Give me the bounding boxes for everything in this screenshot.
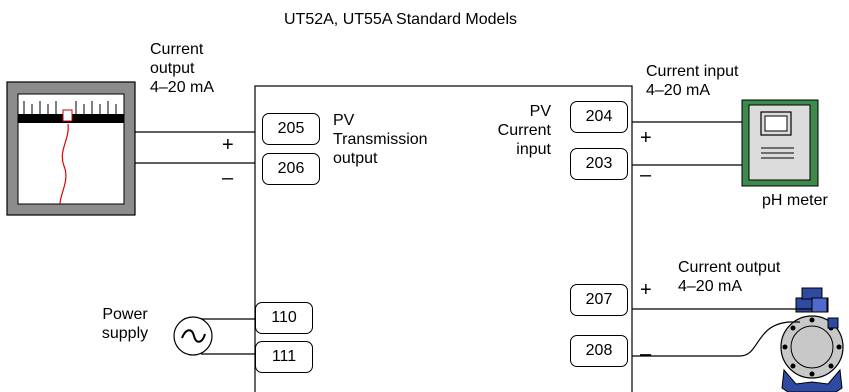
plus-sign-205: + — [222, 134, 234, 156]
recorder-output-label: Current output 4–20 mA — [150, 41, 215, 96]
pv-transmission-output-label: PV Transmission output — [333, 112, 428, 167]
power-supply-label: Power supply — [101, 306, 149, 342]
ph-meter-input-label: Current input 4–20 mA — [646, 63, 739, 99]
pump-icon — [780, 287, 844, 392]
terminal-204: 204 — [570, 101, 628, 133]
control-output-label: Current output 4–20 mA — [678, 259, 781, 295]
minus-sign-203: – — [640, 164, 652, 186]
terminal-111: 111 — [255, 341, 313, 373]
plus-sign-207: + — [640, 279, 652, 301]
terminal-205: 205 — [262, 113, 320, 145]
ac-source-icon — [173, 316, 213, 356]
plus-sign-204: + — [640, 127, 652, 149]
recorder-icon — [6, 81, 136, 216]
terminal-208: 208 — [570, 335, 628, 367]
ph-meter-name: pH meter — [762, 192, 828, 209]
wire-output-minus — [632, 321, 800, 357]
terminal-110: 110 — [255, 302, 313, 334]
terminal-206: 206 — [262, 153, 320, 185]
terminal-207: 207 — [570, 284, 628, 316]
ph-meter-icon — [741, 99, 819, 187]
minus-sign-206: – — [222, 167, 234, 189]
terminal-203: 203 — [570, 148, 628, 180]
diagram-title: UT52A, UT55A Standard Models — [284, 11, 518, 28]
minus-sign-208: – — [640, 343, 652, 365]
pv-current-input-label: PV Current input — [497, 103, 551, 158]
